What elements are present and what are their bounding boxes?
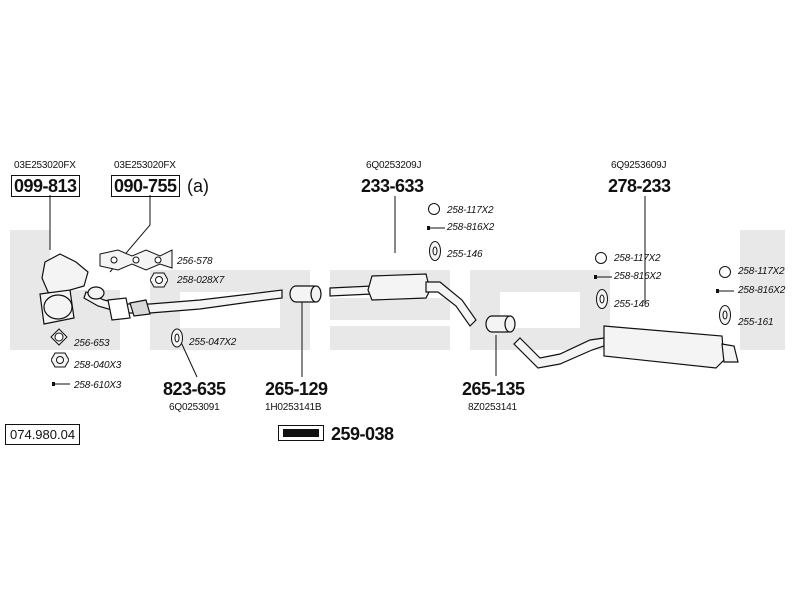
rear-part-number[interactable]: 278-233 xyxy=(608,176,671,196)
small-part-label[interactable]: 258-117X2 xyxy=(614,253,661,264)
small-part-label[interactable]: 258-117X2 xyxy=(447,205,494,216)
bolt-icon xyxy=(427,226,445,230)
rubber-mount-icon xyxy=(429,241,441,261)
assembly-kit-part-number[interactable]: 259-038 xyxy=(331,424,394,444)
clamp-ring-icon xyxy=(719,266,731,278)
rubber-mount-icon xyxy=(719,305,731,325)
front-pipe-part-number[interactable]: 823-635 xyxy=(163,379,226,399)
rear-muffler xyxy=(513,325,739,369)
clamp-ring-icon xyxy=(595,252,607,264)
small-part-label[interactable]: 258-816X2 xyxy=(738,285,786,296)
small-part-label[interactable]: 256-653 xyxy=(74,338,110,349)
connector-2-oem-code: 8Z0253141 xyxy=(468,402,517,413)
center-part-number[interactable]: 233-633 xyxy=(361,176,424,196)
manifold-gasket-icon xyxy=(99,249,173,271)
small-part-label[interactable]: 255-047X2 xyxy=(189,337,237,348)
small-part-label[interactable]: 258-816X2 xyxy=(447,222,495,233)
center-silencer xyxy=(329,273,477,327)
part-number-2[interactable]: 090-755 xyxy=(111,175,180,197)
bolt-icon xyxy=(594,275,612,279)
clamp-ring-icon xyxy=(428,203,440,215)
small-part-label[interactable]: 258-117X2 xyxy=(738,266,785,277)
front-pipe xyxy=(83,286,283,321)
ring-gasket-icon xyxy=(50,328,68,346)
small-part-label[interactable]: 258-040X3 xyxy=(74,360,122,371)
part-number-1[interactable]: 099-813 xyxy=(11,175,80,197)
small-part-label[interactable]: 255-146 xyxy=(614,299,650,310)
connector-1-oem-code: 1H0253141B xyxy=(265,402,322,413)
flex-connector-2 xyxy=(485,315,516,333)
bosal-logo-icon xyxy=(278,425,324,441)
small-part-label[interactable]: 258-816X2 xyxy=(614,271,662,282)
small-part-label[interactable]: 255-161 xyxy=(738,317,774,328)
center-oem-code: 6Q0253209J xyxy=(366,160,422,171)
rear-oem-code: 6Q9253609J xyxy=(611,160,667,171)
rubber-mount-icon xyxy=(596,289,608,309)
oem-code-2: 03E253020FX xyxy=(114,160,176,171)
bolt-icon xyxy=(52,382,70,386)
small-part-label[interactable]: 258-028X7 xyxy=(177,275,225,286)
front-pipe-oem-code: 6Q0253091 xyxy=(169,402,220,413)
catalytic-converter-manifold xyxy=(39,253,89,325)
part-suffix: (a) xyxy=(187,176,209,196)
small-part-label[interactable]: 258-610X3 xyxy=(74,380,122,391)
hex-nut-icon xyxy=(51,352,69,368)
small-part-label[interactable]: 255-146 xyxy=(447,249,483,260)
flex-connector-1 xyxy=(289,285,322,303)
diagram-reference-number: 074.980.04 xyxy=(5,424,81,445)
rubber-mount-icon xyxy=(171,328,183,348)
oem-code-1: 03E253020FX xyxy=(14,160,76,171)
connector-2-part-number[interactable]: 265-135 xyxy=(462,379,525,399)
hex-nut-icon xyxy=(150,272,168,288)
small-part-label[interactable]: 256-578 xyxy=(177,256,213,267)
bolt-icon xyxy=(716,289,734,293)
connector-1-part-number[interactable]: 265-129 xyxy=(265,379,328,399)
